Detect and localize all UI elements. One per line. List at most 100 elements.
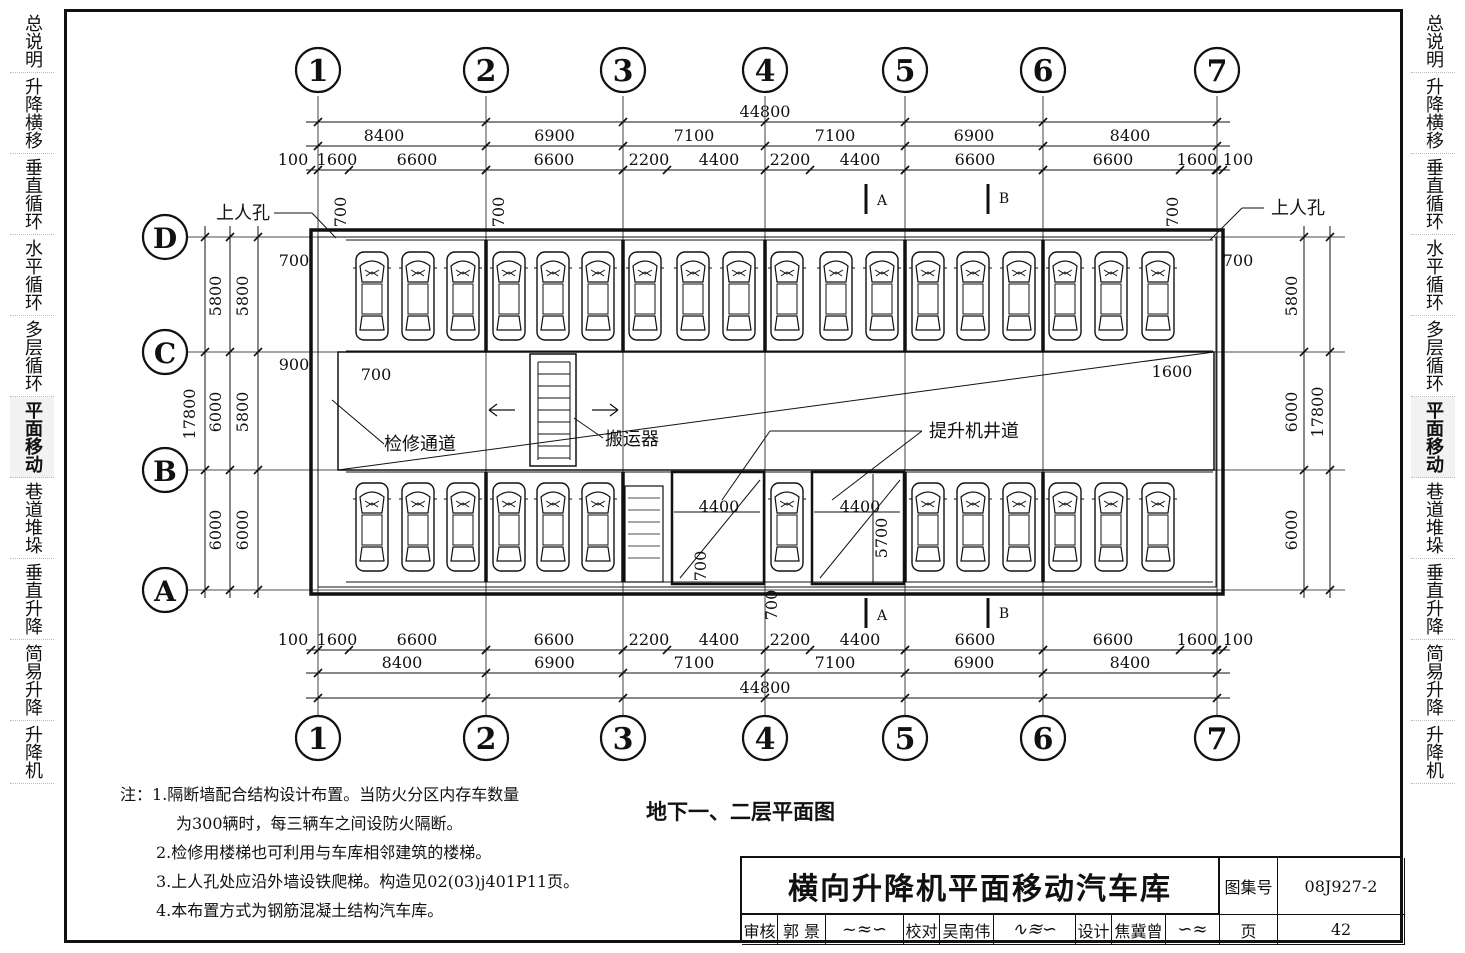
side-tab-left-6[interactable]: 巷道堆垛 bbox=[10, 478, 54, 559]
axis-letter-1: C bbox=[154, 337, 176, 370]
axis-number-bottom-0: 1 bbox=[308, 722, 329, 757]
side-tab-left-0[interactable]: 总说明 bbox=[10, 10, 54, 73]
review-label: 审核 bbox=[742, 915, 778, 945]
car-top-2 bbox=[443, 251, 483, 341]
page-label: 页 bbox=[1220, 915, 1278, 945]
note-1b: 为300辆时，每三辆车之间设防火隔断。 bbox=[176, 814, 463, 833]
axis-number-bottom-3: 4 bbox=[755, 722, 776, 757]
side-tab-left-8[interactable]: 简易升降 bbox=[10, 640, 54, 721]
dim-right-inner-1: 6000 bbox=[1282, 392, 1301, 433]
dim-bot1-9: 6600 bbox=[1093, 630, 1134, 649]
axis-number-top-4: 5 bbox=[895, 54, 916, 89]
dim-top2-10: 1600 bbox=[1177, 150, 1218, 169]
dim-top1-5: 8400 bbox=[1110, 126, 1151, 145]
car-top-15 bbox=[1045, 251, 1085, 341]
dim-bot2-5: 8400 bbox=[1110, 653, 1151, 672]
note-1: 1.隔断墙配合结构设计布置。当防火分区内存车数量 bbox=[152, 785, 520, 804]
dim-left-mid-0: 5800 bbox=[206, 276, 225, 317]
title-block: 横向升降机平面移动汽车库 图集号 08J927-2 审核 郭 景 ~≈∽ 校对 … bbox=[740, 856, 1405, 945]
axis-number-bottom-2: 3 bbox=[613, 722, 634, 757]
dim-left-mid-2: 6000 bbox=[206, 510, 225, 551]
dim-left-outer: 17800 bbox=[180, 389, 199, 440]
side-tab-left-2[interactable]: 垂直循环 bbox=[10, 154, 54, 235]
side-tab-right-6[interactable]: 巷道堆垛 bbox=[1411, 478, 1455, 559]
car-bottom-7 bbox=[908, 482, 948, 572]
dim-700-c: 700 bbox=[331, 197, 350, 228]
dim-top1-4: 6900 bbox=[954, 126, 995, 145]
designer-signature: ∽≈ bbox=[1166, 915, 1220, 945]
axis-number-top-0: 1 bbox=[308, 54, 329, 89]
car-bottom-6 bbox=[767, 482, 807, 572]
side-tab-left-7[interactable]: 垂直升降 bbox=[10, 559, 54, 640]
dim-1600-passage: 1600 bbox=[1152, 362, 1193, 381]
reviewer-name: 郭 景 bbox=[778, 915, 826, 945]
dim-bot2-3: 7100 bbox=[815, 653, 856, 672]
car-bottom-11 bbox=[1091, 482, 1131, 572]
dim-bot1-1: 1600 bbox=[317, 630, 358, 649]
car-bottom-8 bbox=[953, 482, 993, 572]
dim-bot2-4: 6900 bbox=[954, 653, 995, 672]
side-tab-left-5[interactable]: 平面移动 bbox=[10, 397, 54, 478]
design-label: 设计 bbox=[1076, 915, 1112, 945]
side-tab-right-1[interactable]: 升降横移 bbox=[1411, 73, 1455, 154]
car-top-9 bbox=[767, 251, 807, 341]
side-tab-left-9[interactable]: 升降机 bbox=[10, 721, 54, 784]
axis-number-bottom-5: 6 bbox=[1033, 722, 1054, 757]
label-service-passage: 检修通道 bbox=[384, 434, 456, 455]
car-top-1 bbox=[398, 251, 438, 341]
side-tab-right-4[interactable]: 多层循环 bbox=[1411, 316, 1455, 397]
side-tab-left-3[interactable]: 水平循环 bbox=[10, 235, 54, 316]
dim-top2-8: 6600 bbox=[955, 150, 996, 169]
dim-left-mid-1: 6000 bbox=[206, 392, 225, 433]
axis-number-top-6: 7 bbox=[1207, 54, 1228, 89]
side-tab-right-0[interactable]: 总说明 bbox=[1411, 10, 1455, 73]
note-4: 4.本布置方式为钢筋混凝土结构汽车库。 bbox=[156, 901, 444, 920]
car-top-16 bbox=[1091, 251, 1131, 341]
section-mark-b-top: B bbox=[999, 191, 1009, 207]
side-tab-right-7[interactable]: 垂直升降 bbox=[1411, 559, 1455, 640]
dim-700-a: 700 bbox=[279, 251, 310, 270]
note-3: 3.上人孔处应沿外墙设铁爬梯。构造见02(03)j401P11页。 bbox=[156, 872, 580, 891]
check-label: 校对 bbox=[904, 915, 940, 945]
dim-left-inner-0: 5800 bbox=[233, 276, 252, 317]
dim-top2-7: 4400 bbox=[840, 150, 881, 169]
side-tab-left-4[interactable]: 多层循环 bbox=[10, 316, 54, 397]
car-top-12 bbox=[908, 251, 948, 341]
car-bottom-10 bbox=[1045, 482, 1085, 572]
side-tab-right-5[interactable]: 平面移动 bbox=[1411, 397, 1455, 478]
car-top-0 bbox=[352, 251, 392, 341]
label-manhole-right: 上人孔 bbox=[1271, 198, 1325, 219]
note-2: 2.检修用楼梯也可利用与车库相邻建筑的楼梯。 bbox=[156, 843, 492, 862]
dim-left-inner-1: 5800 bbox=[233, 392, 252, 433]
side-tab-right-9[interactable]: 升降机 bbox=[1411, 721, 1455, 784]
designer-name: 焦冀曾 bbox=[1112, 915, 1166, 945]
side-tabs-left: 总说明升降横移垂直循环水平循环多层循环平面移动巷道堆垛垂直升降简易升降升降机 bbox=[10, 10, 54, 784]
car-top-6 bbox=[625, 251, 665, 341]
axis-letter-3: A bbox=[153, 575, 177, 608]
axis-number-top-1: 2 bbox=[476, 54, 497, 89]
dim-bot1-7: 4400 bbox=[840, 630, 881, 649]
car-top-3 bbox=[489, 251, 529, 341]
dim-top2-6: 2200 bbox=[770, 150, 811, 169]
axis-number-bottom-4: 5 bbox=[895, 722, 916, 757]
dim-top1-2: 7100 bbox=[674, 126, 715, 145]
side-tab-left-1[interactable]: 升降横移 bbox=[10, 73, 54, 154]
atlas-number: 08J927-2 bbox=[1278, 858, 1405, 915]
drawing-frame bbox=[64, 9, 1403, 943]
car-top-7 bbox=[673, 251, 713, 341]
car-bottom-0 bbox=[352, 482, 392, 572]
car-top-4 bbox=[533, 251, 573, 341]
dim-700-b: 700 bbox=[1223, 251, 1254, 270]
side-tab-right-3[interactable]: 水平循环 bbox=[1411, 235, 1455, 316]
label-manhole-left: 上人孔 bbox=[216, 203, 270, 224]
dim-bot1-10: 1600 bbox=[1177, 630, 1218, 649]
dim-top2-11: 100 bbox=[1223, 150, 1254, 169]
checker-name: 吴南伟 bbox=[940, 915, 994, 945]
dim-700-f: 700 bbox=[361, 365, 392, 384]
dim-bot1-6: 2200 bbox=[770, 630, 811, 649]
dim-right-outer: 17800 bbox=[1308, 387, 1327, 438]
dim-top2-2: 6600 bbox=[397, 150, 438, 169]
side-tab-right-2[interactable]: 垂直循环 bbox=[1411, 154, 1455, 235]
car-bottom-5 bbox=[578, 482, 618, 572]
side-tab-right-8[interactable]: 简易升降 bbox=[1411, 640, 1455, 721]
